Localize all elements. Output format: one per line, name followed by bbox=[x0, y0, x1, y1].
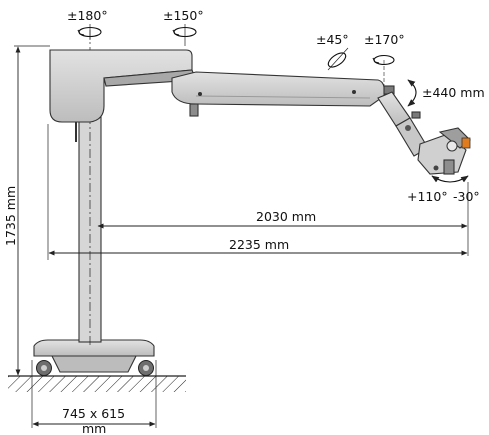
suspension-arm bbox=[171, 60, 395, 117]
dimension-height bbox=[14, 45, 50, 377]
label-tilt-rotation: ±45° bbox=[316, 32, 349, 47]
label-base-unit: mm bbox=[82, 421, 106, 435]
label-travel: ±440 mm bbox=[422, 85, 485, 100]
label-height: 1735 mm bbox=[3, 186, 18, 246]
label-reach-arm: 2030 mm bbox=[256, 209, 316, 224]
stand-base bbox=[33, 339, 155, 376]
label-column-rotation: ±180° bbox=[67, 8, 108, 23]
dimension-base bbox=[31, 360, 157, 428]
rotation-symbol-arm bbox=[172, 24, 197, 46]
rotation-symbol-column bbox=[77, 24, 102, 40]
label-reach-total: 2235 mm bbox=[229, 237, 289, 252]
dimension-reach-arm bbox=[97, 182, 469, 256]
label-tilt-backward: -30° bbox=[453, 189, 480, 204]
label-tilt-forward: +110° bbox=[407, 189, 448, 204]
head-tilt-arc-icon bbox=[431, 175, 469, 183]
dimension-reach-total bbox=[47, 124, 468, 260]
rotation-symbol-tilt bbox=[327, 47, 349, 71]
label-arm-rotation: ±150° bbox=[163, 8, 204, 23]
label-swivel-rotation: ±170° bbox=[364, 32, 405, 47]
stand-top-housing bbox=[49, 49, 197, 142]
label-base-size: 745 x 615 bbox=[62, 406, 125, 421]
travel-arc-icon bbox=[407, 79, 417, 107]
microscope-head bbox=[417, 127, 471, 175]
floor bbox=[8, 375, 186, 392]
rotation-symbol-swivel bbox=[372, 54, 395, 66]
